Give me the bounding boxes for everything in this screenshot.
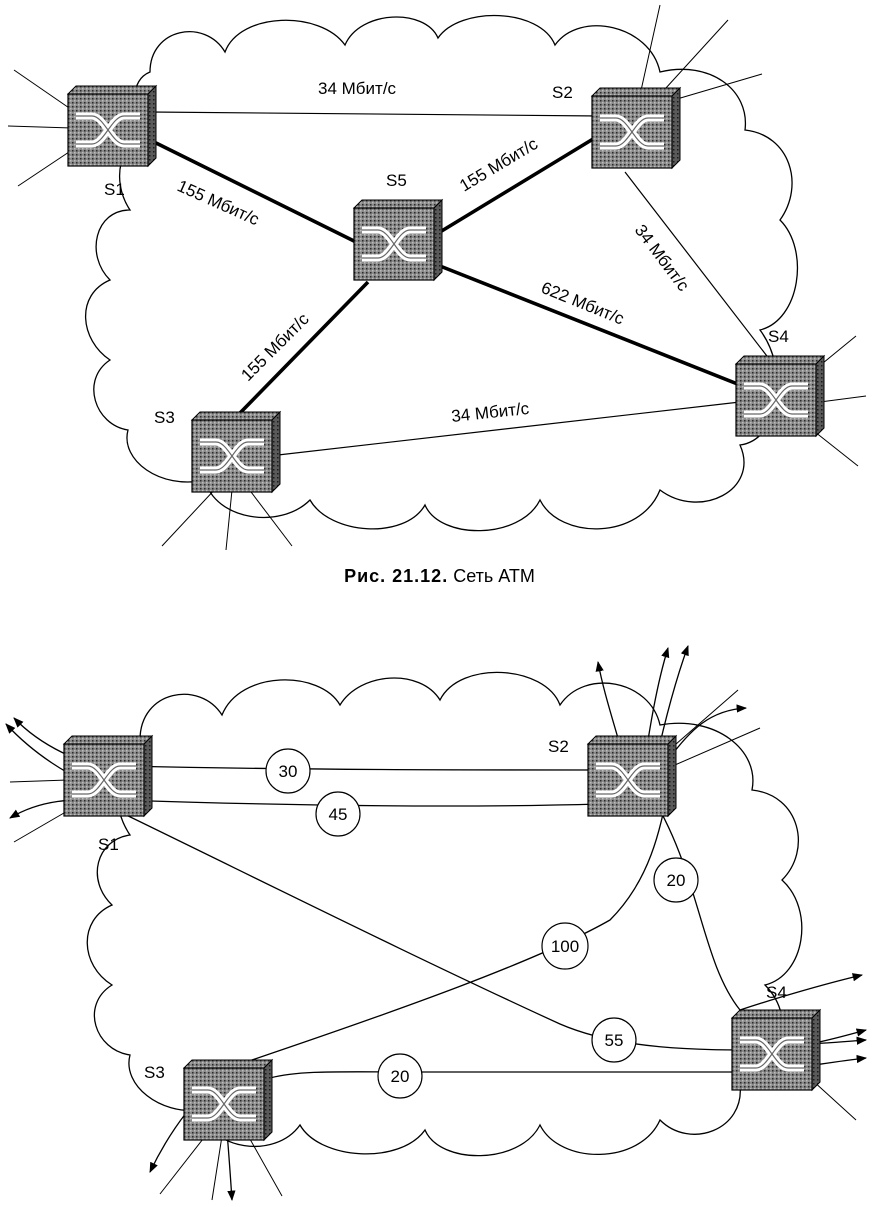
flow-label-45: 45 — [315, 791, 361, 837]
caption-text: Сеть ATM — [453, 566, 535, 586]
switch-2-s4 — [732, 1010, 820, 1090]
flow-label-text-30: 30 — [279, 762, 298, 781]
flow-label-100: 100 — [541, 922, 589, 970]
flow-label-text-100: 100 — [551, 937, 579, 956]
link-label-s1-s2: 34 Мбит/с — [318, 79, 397, 98]
switch-label-s5: S5 — [386, 171, 407, 190]
switch-label-2-s3: S3 — [144, 1063, 165, 1082]
switch-label-2-s1: S1 — [98, 835, 119, 854]
flow-s1-s2 — [119, 765, 601, 771]
flow-label-20-s2-s4: 20 — [653, 857, 699, 903]
switch-label-s4: S4 — [768, 327, 789, 346]
flow-label-20-s3-s4: 20 — [377, 1053, 423, 1099]
switch-2-s2 — [588, 736, 676, 816]
link-s2-s4 — [624, 171, 771, 361]
switch-label-2-s4: S4 — [766, 983, 787, 1002]
switch-label-s1: S1 — [104, 180, 125, 199]
switch-2-s3 — [184, 1060, 272, 1140]
switch-label-s3: S3 — [154, 408, 175, 427]
figure-caption: Рис. 21.12. Сеть ATM — [0, 566, 879, 587]
caption-number: Рис. 21.12. — [344, 566, 449, 586]
link-s5-s2 — [439, 134, 599, 234]
flow-label-text-20b: 20 — [391, 1067, 410, 1086]
flow-label-text-20a: 20 — [667, 871, 686, 890]
link-s3-s4 — [277, 401, 741, 456]
figure-2: S1 S2 S3 S4 30 45 20 100 55 20 — [5, 645, 868, 1202]
switch-s5 — [354, 200, 442, 280]
flow-label-text-45: 45 — [329, 805, 348, 824]
link-s1-s2 — [149, 111, 601, 117]
flow-s2-s1 — [9, 798, 601, 819]
switch-s3 — [192, 412, 280, 492]
switch-label-s2: S2 — [552, 83, 573, 102]
figure-1: S1 S2 S5 S3 S4 34 Мбит/с 155 Мбит/с 155 … — [7, 4, 867, 551]
switch-label-2-s2: S2 — [548, 737, 569, 756]
flow-label-55: 55 — [591, 1017, 637, 1063]
link-s1-s5 — [149, 138, 359, 245]
external-lines-2 — [9, 689, 857, 1201]
switch-s4 — [736, 356, 824, 436]
flow-label-30: 30 — [265, 748, 311, 794]
switch-s2 — [592, 88, 680, 168]
flow-label-text-55: 55 — [605, 1031, 624, 1050]
switch-s1 — [68, 86, 156, 166]
link-s5-s3 — [238, 280, 370, 415]
link-s5-s4 — [439, 264, 741, 387]
flow-s2-s4 — [647, 789, 864, 1011]
switch-2-s1 — [64, 736, 152, 816]
